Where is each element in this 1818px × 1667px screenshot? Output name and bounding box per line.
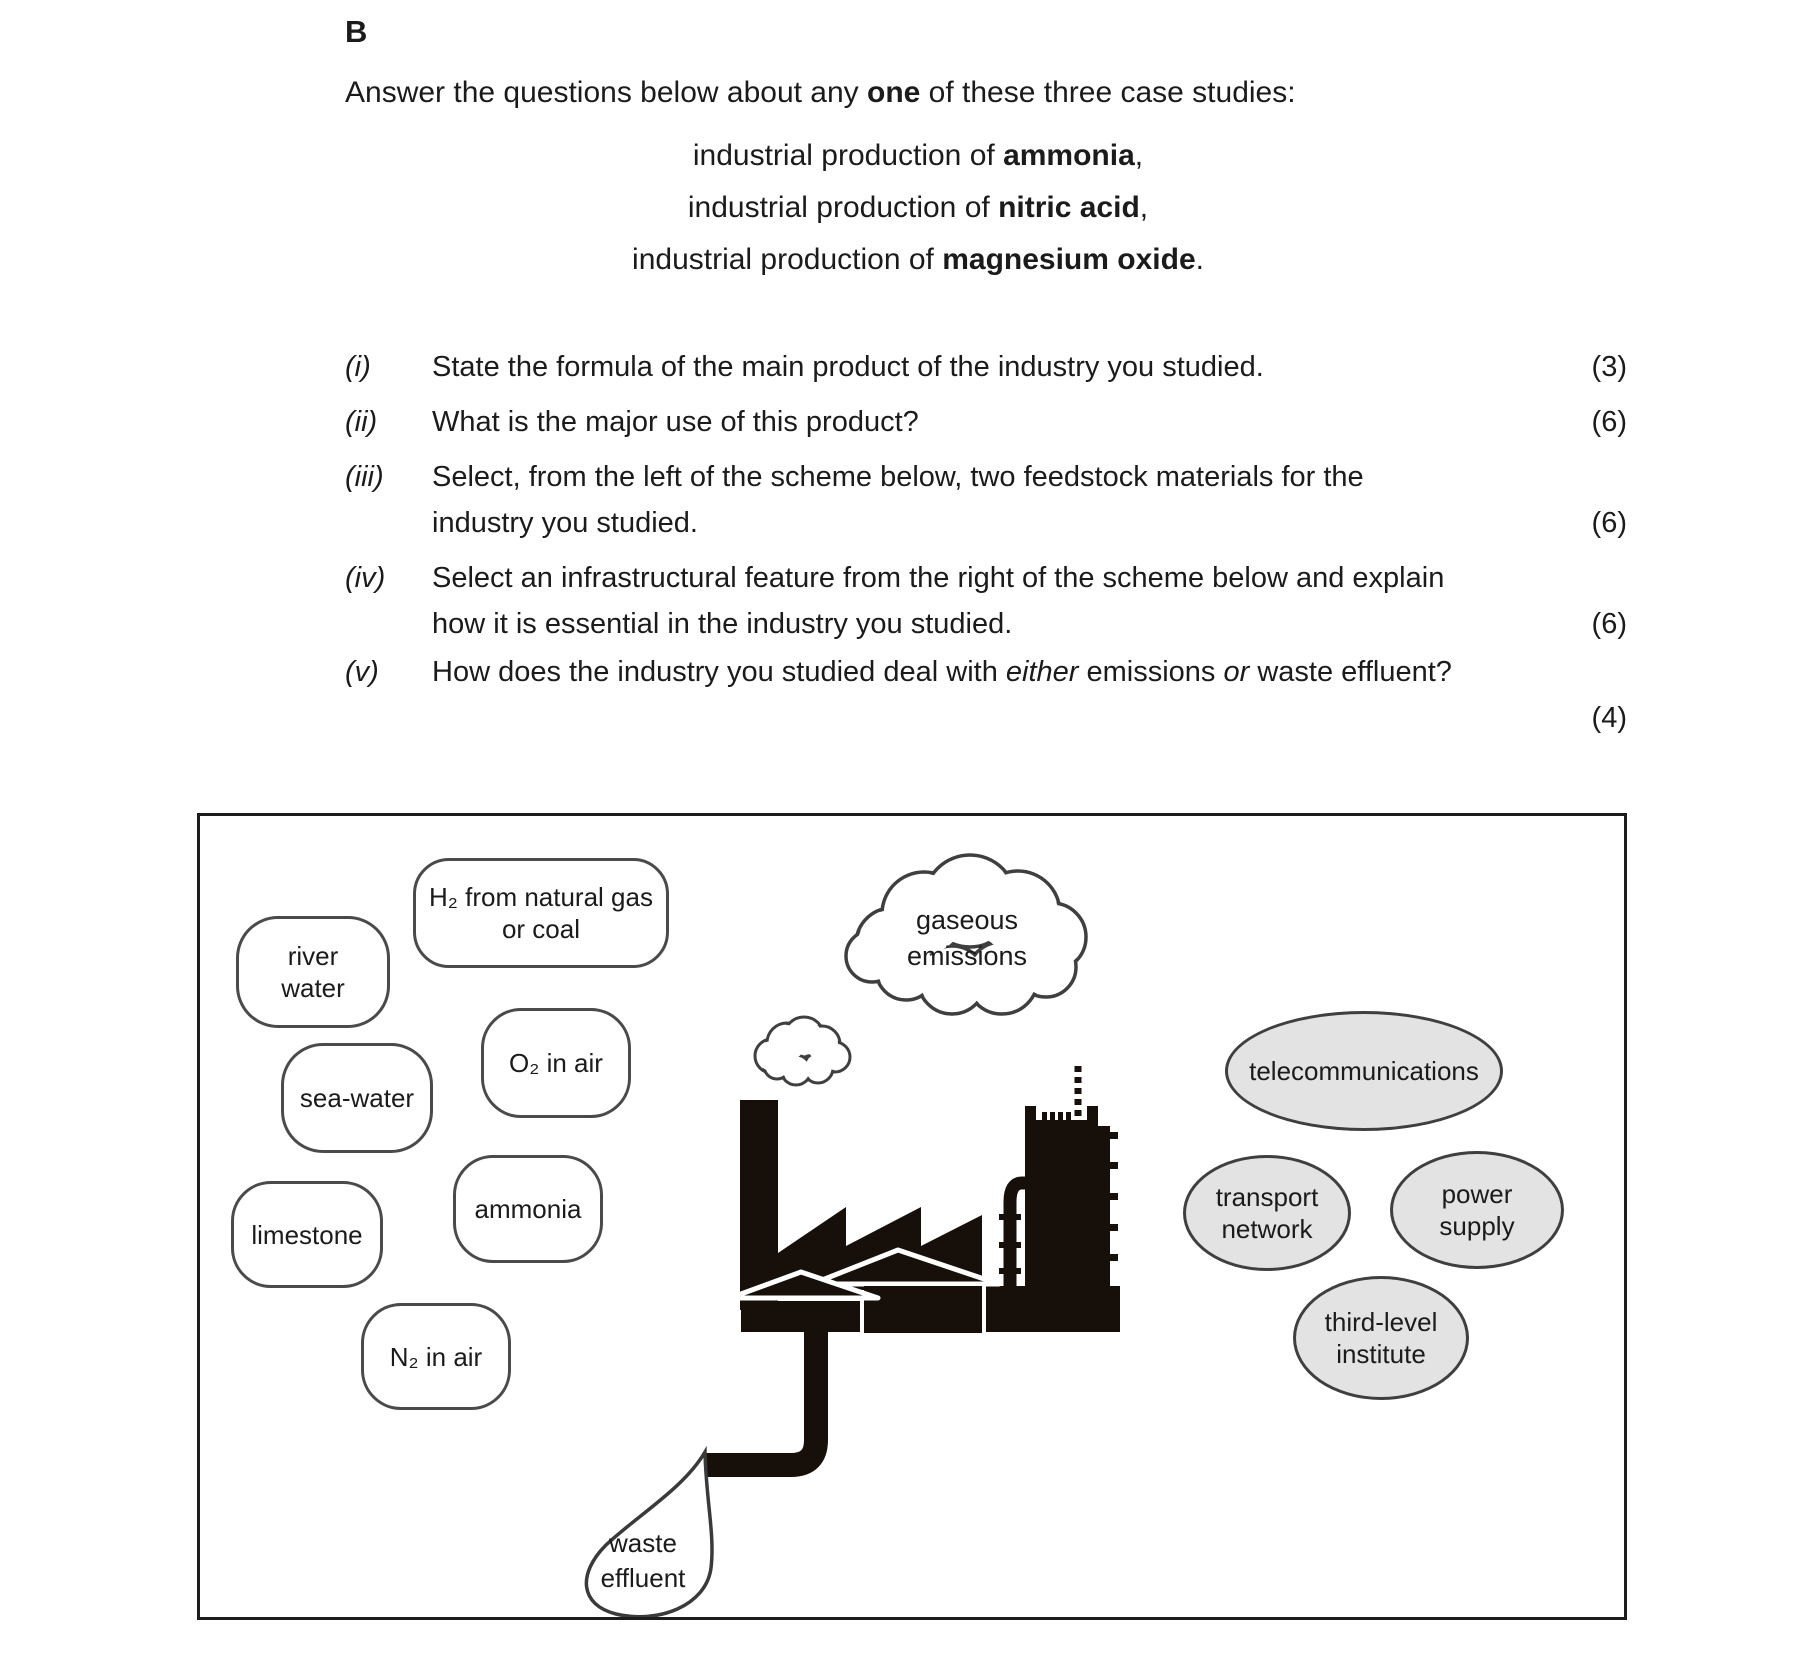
case-text: industrial production of	[687, 191, 999, 224]
feedstock-label: ammonia	[474, 1194, 582, 1224]
intro-text-post: of these three case studies:	[920, 76, 1296, 109]
infrastructure-third-level-institute: third-level institute	[1293, 1276, 1469, 1400]
infrastructure-telecommunications: telecommunications	[1225, 1011, 1503, 1131]
feedstock-limestone-bubble: limestone	[231, 1181, 383, 1288]
infrastructure-transport-network: transport network	[1183, 1155, 1351, 1271]
case-study-ammonia: industrial production of ammonia,	[345, 130, 1491, 182]
case-text: industrial production of	[692, 139, 1004, 172]
feedstock-river-water-bubble: river water	[236, 916, 390, 1028]
feedstock-label: H₂ from natural gas or coal	[429, 882, 653, 944]
question-number: (ii)	[345, 406, 378, 438]
case-punct: .	[1195, 243, 1204, 276]
question-number: (iii)	[345, 461, 384, 493]
question-marks: (6)	[1591, 406, 1627, 438]
question-iv: (iv) Select an infrastructural feature f…	[345, 555, 1627, 647]
feedstock-ammonia-bubble: ammonia	[453, 1155, 603, 1263]
question-text: emissions	[1078, 656, 1224, 688]
case-text: industrial production of	[632, 243, 943, 276]
question-text-line1: Select, from the left of the scheme belo…	[432, 461, 1364, 493]
question-text: What is the major use of this product?	[432, 406, 919, 438]
question-v: (v) How does the industry you studied de…	[345, 649, 1627, 695]
question-marks: (4)	[1591, 702, 1627, 734]
question-i: (i) State the formula of the main produc…	[345, 344, 1627, 390]
case-name: ammonia	[1003, 139, 1135, 172]
infrastructure-power-supply: power supply	[1390, 1151, 1564, 1269]
infrastructure-label: transport network	[1215, 1182, 1319, 1244]
question-text: How does the industry you studied deal w…	[432, 656, 1006, 688]
case-punct: ,	[1134, 139, 1144, 172]
infrastructure-label: third-level institute	[1324, 1307, 1438, 1369]
feedstock-h2-bubble: H₂ from natural gas or coal	[413, 858, 669, 968]
question-text: waste effluent?	[1249, 656, 1452, 688]
small-cloud-icon	[753, 1015, 852, 1087]
question-marks: (6)	[1591, 507, 1627, 539]
question-ii: (ii) What is the major use of this produ…	[345, 399, 1627, 445]
question-iii: (iii) Select, from the left of the schem…	[345, 454, 1627, 546]
case-name: magnesium oxide	[942, 243, 1196, 276]
question-marks: (3)	[1591, 351, 1627, 383]
case-punct: ,	[1139, 191, 1149, 224]
case-study-nitric-acid: industrial production of nitric acid,	[345, 182, 1491, 234]
question-text-italic: or	[1223, 656, 1250, 688]
question-number: (v)	[345, 656, 379, 688]
waste-effluent-label: waste effluent	[600, 1528, 686, 1593]
feedstock-label: N₂ in air	[389, 1341, 483, 1372]
intro-sentence: Answer the questions below about any one…	[345, 70, 1296, 116]
infrastructure-label: telecommunications	[1249, 1056, 1479, 1086]
feedstock-label: river water	[281, 941, 345, 1003]
feedstock-o2-bubble: O₂ in air	[481, 1008, 631, 1118]
question-marks: (6)	[1591, 608, 1627, 640]
intro-text: Answer the questions below about any	[345, 76, 867, 109]
case-study-magnesium-oxide: industrial production of magnesium oxide…	[345, 234, 1491, 286]
question-text-italic: either	[1005, 656, 1079, 688]
question-number: (i)	[345, 351, 371, 383]
question-text: State the formula of the main product of…	[432, 351, 1264, 383]
factory-icon	[727, 1066, 1120, 1333]
question-number: (iv)	[345, 562, 386, 594]
waste-pipe-icon	[702, 1330, 828, 1477]
question-text-line1: Select an infrastructural feature from t…	[432, 562, 1445, 594]
feedstock-label: limestone	[251, 1219, 363, 1250]
feedstock-label: sea-water	[299, 1083, 415, 1113]
feedstock-n2-bubble: N₂ in air	[361, 1303, 511, 1410]
question-list: (i) State the formula of the main produc…	[345, 344, 1627, 741]
question-text-line2: industry you studied.	[432, 507, 698, 539]
case-name: nitric acid	[998, 191, 1140, 224]
feedstock-sea-water-bubble: sea-water	[281, 1043, 433, 1153]
intro-bold-one: one	[867, 76, 921, 109]
question-text-line2: how it is essential in the industry you …	[432, 608, 1013, 640]
case-study-list: industrial production of ammonia, indust…	[345, 130, 1491, 286]
gaseous-emissions-label: gaseous emissions	[906, 905, 1028, 971]
scheme-diagram: H₂ from natural gas or coal river water …	[197, 813, 1627, 1620]
feedstock-label: O₂ in air	[509, 1048, 603, 1078]
section-label: B	[345, 14, 368, 49]
infrastructure-label: power supply	[1439, 1179, 1515, 1241]
